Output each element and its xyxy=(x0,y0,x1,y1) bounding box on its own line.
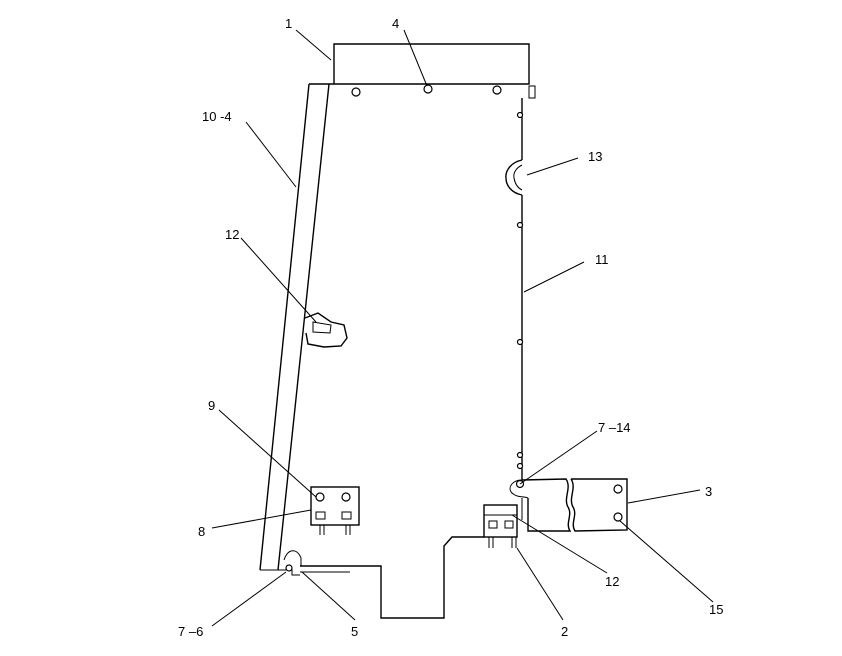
top-cover xyxy=(309,43,536,99)
callout-3: 3 xyxy=(705,484,712,499)
callout-5: 5 xyxy=(351,624,358,639)
leader-lines xyxy=(211,29,714,627)
hinge-bracket-left xyxy=(310,486,360,535)
right-latch-plate xyxy=(509,478,628,532)
right-side-frame xyxy=(516,98,524,520)
callout-12-lower: 12 xyxy=(605,574,619,589)
callout-4: 4 xyxy=(392,16,399,31)
callout-10-4: 10 -4 xyxy=(202,109,232,124)
callout-9: 9 xyxy=(208,398,215,413)
top-bolt-holes xyxy=(351,84,502,97)
callout-1: 1 xyxy=(285,16,292,31)
callout-7-6: 7 –6 xyxy=(178,624,203,639)
callout-7-14: 7 –14 xyxy=(598,420,631,435)
callout-8: 8 xyxy=(198,524,205,539)
callout-15: 15 xyxy=(709,602,723,617)
callout-11: 11 xyxy=(595,252,609,267)
callout-12-upper: 12 xyxy=(225,227,239,242)
callout-labels: 1 4 10 -4 13 12 11 9 7 –14 3 8 12 15 7 –… xyxy=(178,16,723,639)
left-door-panel xyxy=(259,83,330,571)
door-clip-12 xyxy=(304,312,348,348)
callout-2: 2 xyxy=(561,624,568,639)
right-clip-13 xyxy=(505,159,523,196)
callout-13: 13 xyxy=(588,149,602,164)
bottom-cable-run xyxy=(278,536,484,619)
lower-hinge-block xyxy=(483,504,518,548)
